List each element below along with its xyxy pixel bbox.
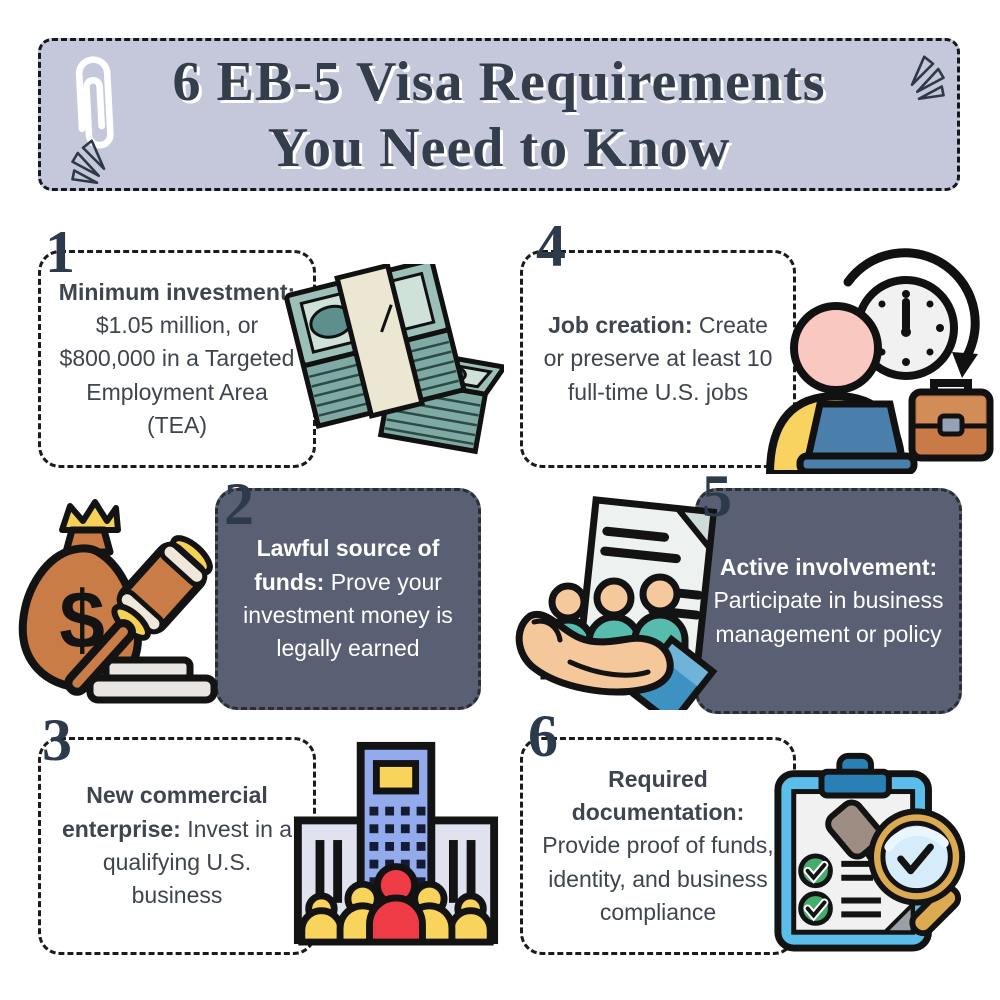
money-bag-gavel-icon: $ — [10, 492, 240, 708]
card-number-3: 3 — [42, 707, 72, 773]
building-people-icon — [292, 738, 500, 946]
card-number-4: 4 — [536, 213, 566, 279]
page-title-line2: You Need to Know — [267, 116, 731, 179]
card-number-2: 2 — [224, 471, 254, 537]
header-banner: 6 EB-5 Visa Requirements You Need to Kno… — [38, 38, 960, 191]
card-number-5: 5 — [702, 463, 732, 529]
card-text: New commercial enterprise: Invest in a q… — [61, 782, 293, 909]
card-required-documentation: Required documentation: Provide proof of… — [520, 737, 796, 955]
card-lawful-source-of-funds: Lawful source of funds: Prove your inves… — [215, 488, 481, 710]
money-stacks-icon — [280, 264, 504, 468]
card-active-involvement: Active involvement: Participate in busin… — [695, 488, 962, 714]
clipboard-magnifier-icon — [766, 744, 980, 956]
page-title: 6 EB-5 Visa Requirements You Need to Kno… — [41, 50, 957, 181]
card-job-creation: Job creation: Create or preserve at leas… — [520, 250, 796, 468]
card-minimum-investment: Minimum investment: $1.05 million, or $8… — [38, 250, 316, 468]
page-title-line1: 6 EB-5 Visa Requirements — [172, 51, 826, 113]
paperclip-icon — [58, 43, 130, 166]
card-text: Active involvement: Participate in busin… — [713, 553, 944, 647]
sparkle-burst-icon — [899, 55, 953, 111]
card-text: Job creation: Create or preserve at leas… — [543, 311, 773, 405]
sparkle-burst-icon — [63, 139, 117, 195]
card-text: Lawful source of funds: Prove your inves… — [243, 535, 453, 662]
card-number-6: 6 — [528, 703, 558, 769]
worker-clock-briefcase-icon — [756, 248, 994, 474]
card-number-1: 1 — [45, 219, 75, 285]
card-text: Minimum investment: $1.05 million, or $8… — [58, 278, 296, 439]
card-text: Required documentation: Provide proof of… — [542, 765, 774, 926]
card-new-commercial-enterprise: New commercial enterprise: Invest in a q… — [38, 737, 316, 955]
hand-people-document-icon — [510, 490, 730, 710]
